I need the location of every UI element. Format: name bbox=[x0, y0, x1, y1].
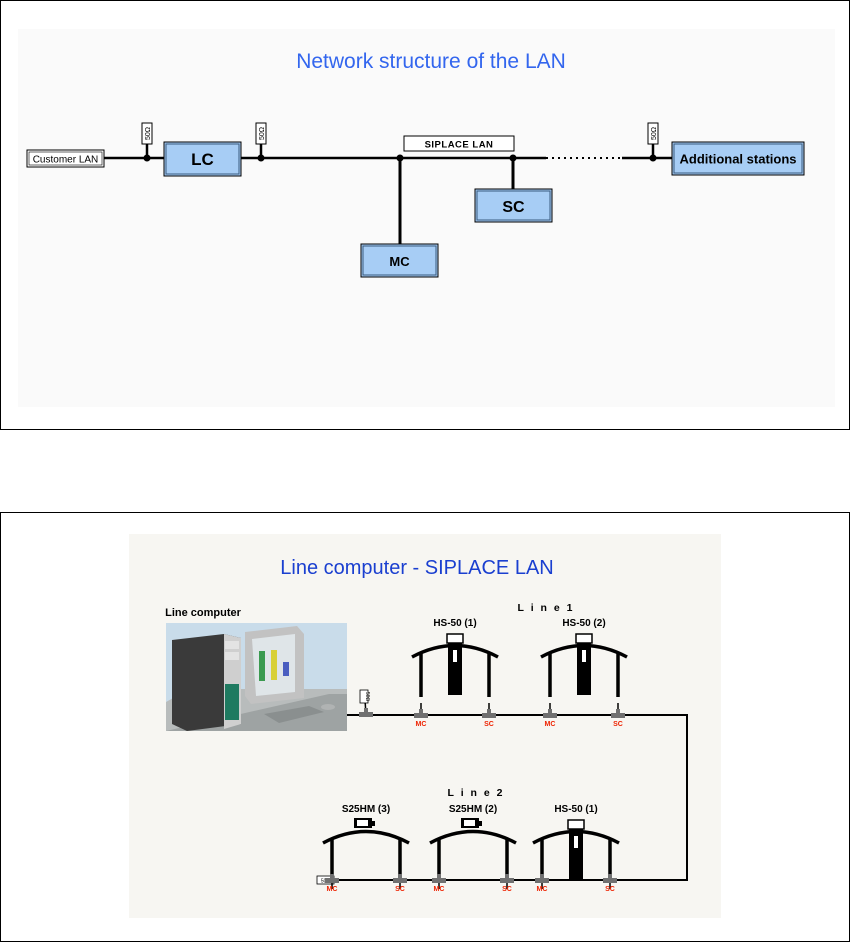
figure-line-computer-lan: Line computer - SIPLACE LAN Line compute… bbox=[0, 512, 850, 942]
machine-arch bbox=[323, 832, 409, 844]
network-diagram: Network structure of the LAN 50Ω bbox=[18, 29, 835, 407]
port-label-mc: MC bbox=[416, 721, 427, 728]
svg-text:50Ω: 50Ω bbox=[259, 127, 266, 140]
terminator-resistor: 50Ω bbox=[256, 123, 266, 158]
port-label-sc: SC bbox=[395, 886, 405, 893]
customer-lan-box: Customer LAN bbox=[27, 150, 104, 167]
svg-text:LC: LC bbox=[191, 150, 214, 169]
placement-head-icon bbox=[576, 634, 592, 643]
machine-label: S25HM (2) bbox=[449, 804, 497, 815]
diagram-title: Line computer - SIPLACE LAN bbox=[280, 557, 553, 579]
terminator-resistor: 50Ω bbox=[648, 123, 658, 158]
svg-text:50Ω: 50Ω bbox=[364, 692, 370, 702]
sc-node: SC bbox=[475, 189, 552, 222]
mc-node: MC bbox=[361, 244, 438, 277]
svg-text:SC: SC bbox=[502, 199, 525, 216]
machine-arch bbox=[430, 832, 516, 844]
line1-label: L i n e 1 bbox=[518, 602, 575, 614]
terminator-resistor: 50Ω bbox=[142, 123, 152, 158]
port-label-mc: MC bbox=[327, 886, 338, 893]
machine-label: HS-50 (1) bbox=[554, 804, 597, 815]
port-label-sc: SC bbox=[605, 886, 615, 893]
terminator-resistor: 50Ω bbox=[359, 690, 373, 717]
svg-text:SIPLACE LAN: SIPLACE LAN bbox=[425, 140, 494, 151]
line2-label: L i n e 2 bbox=[448, 787, 505, 799]
port-label-sc: SC bbox=[484, 721, 494, 728]
diagram-title: Network structure of the LAN bbox=[296, 50, 566, 73]
placement-head-icon bbox=[568, 820, 584, 829]
line-computer-label: Line computer bbox=[165, 607, 242, 619]
figure-network-structure: Network structure of the LAN 50Ω bbox=[0, 0, 850, 430]
port-label-mc: MC bbox=[545, 721, 556, 728]
port-label-mc: MC bbox=[434, 886, 445, 893]
machine-label: HS-50 (1) bbox=[433, 618, 476, 629]
svg-text:MC: MC bbox=[389, 254, 410, 269]
svg-text:50Ω: 50Ω bbox=[145, 127, 152, 140]
placement-head-icon bbox=[447, 634, 463, 643]
diagram-panel: Network structure of the LAN 50Ω bbox=[18, 29, 835, 407]
machine-label: HS-50 (2) bbox=[562, 618, 605, 629]
svg-text:Additional stations: Additional stations bbox=[680, 152, 797, 167]
port-label-sc: SC bbox=[502, 886, 512, 893]
line-computer-image bbox=[166, 623, 347, 731]
machine-line2-3: HS-50 (1) MC SC bbox=[533, 804, 619, 893]
svg-text:50Ω: 50Ω bbox=[651, 127, 658, 140]
port-label-mc: MC bbox=[537, 886, 548, 893]
svg-text:Customer LAN: Customer LAN bbox=[33, 155, 99, 166]
junction-dot bbox=[510, 155, 517, 162]
diagram-panel: Line computer - SIPLACE LAN Line compute… bbox=[129, 534, 721, 918]
machine-line1-2: HS-50 (2) MC SC bbox=[541, 618, 627, 728]
machine-label: S25HM (3) bbox=[342, 804, 390, 815]
machine-line1-1: HS-50 (1) MC SC bbox=[412, 618, 498, 728]
lc-node: LC bbox=[164, 142, 241, 176]
additional-stations-node: Additional stations bbox=[672, 142, 804, 175]
junction-dot bbox=[397, 155, 404, 162]
siplace-lan-label: SIPLACE LAN bbox=[404, 136, 514, 151]
port-label-sc: SC bbox=[613, 721, 623, 728]
line-diagram: Line computer - SIPLACE LAN Line compute… bbox=[129, 534, 721, 918]
